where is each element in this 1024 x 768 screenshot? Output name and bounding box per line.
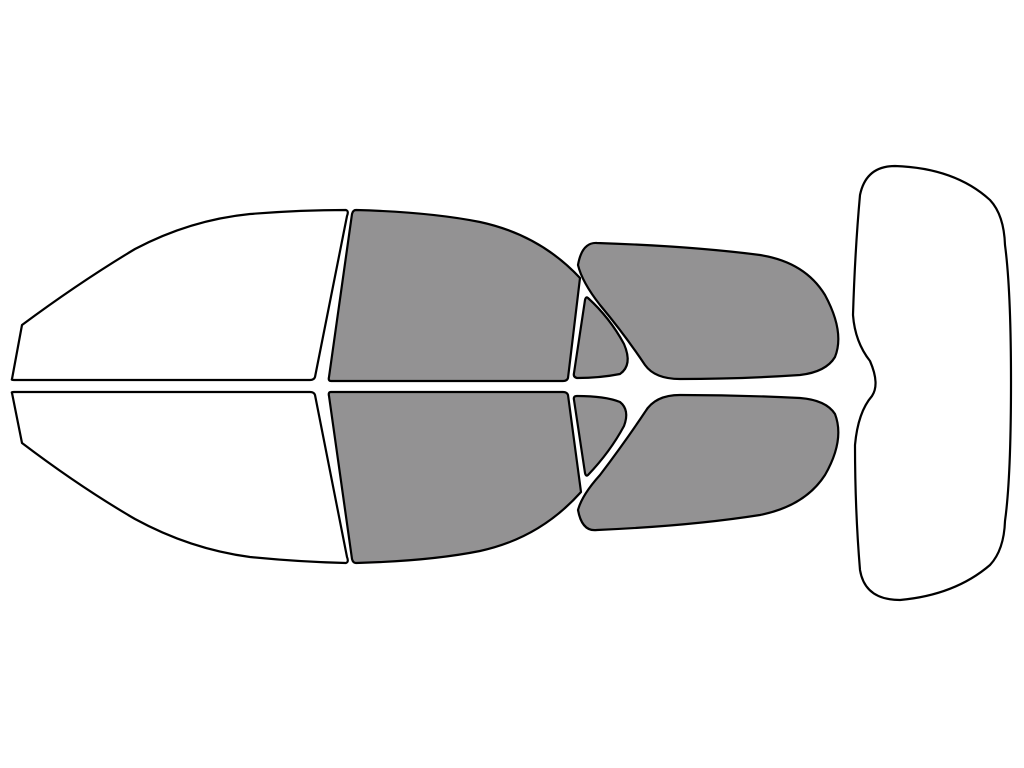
windshield-top-half[interactable] [10,208,349,382]
front-door-window-top[interactable] [327,208,582,383]
rear-door-window-top[interactable] [576,241,840,381]
rear-door-window-bottom[interactable] [576,393,840,532]
rear-window[interactable] [851,164,1013,602]
windshield-bottom-half[interactable] [10,390,349,565]
front-door-window-bottom[interactable] [327,390,583,565]
front-vent-window-top[interactable] [572,296,629,380]
front-vent-window-bottom[interactable] [572,394,628,477]
